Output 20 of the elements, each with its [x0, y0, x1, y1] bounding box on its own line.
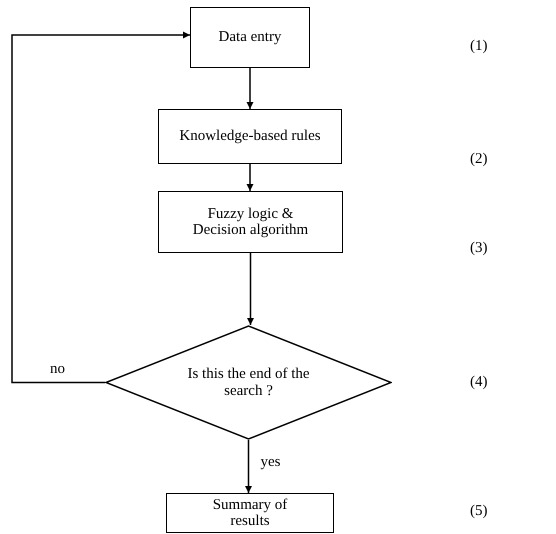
arrow: [246, 68, 254, 109]
process-box: [190, 7, 310, 68]
process-box: [158, 191, 343, 253]
box-text: Fuzzy logic & Decision algorithm: [192, 206, 310, 238]
step-number: (5): [470, 503, 488, 520]
box-text: Is this the end of the search ?: [186, 366, 311, 399]
arrow: [245, 440, 252, 493]
step-number: (4): [470, 374, 488, 391]
box-text: Knowledge-based rules: [179, 128, 321, 145]
box-text: Data entry: [218, 29, 282, 46]
step-number: (1): [470, 38, 488, 55]
step-number: (2): [470, 151, 488, 168]
decision-diamond: [105, 325, 392, 440]
step-number: (3): [470, 240, 488, 257]
process-box: [158, 109, 342, 164]
process-box: [166, 493, 334, 533]
arrow: [11, 32, 190, 384]
arrow: [246, 164, 254, 191]
arrow: [247, 253, 254, 325]
box-text: Summary of results: [212, 496, 288, 530]
